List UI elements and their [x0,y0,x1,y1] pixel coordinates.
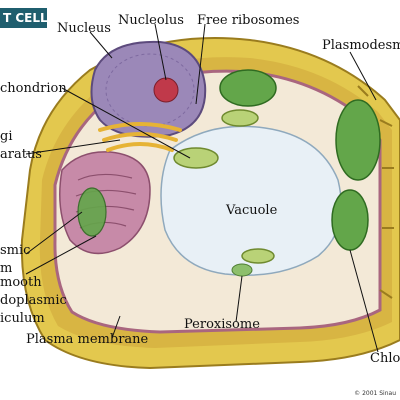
plasmodesmata-marks [357,85,394,299]
nucleus-shape [90,40,207,138]
label-nucleolus: Nucleolus [118,13,184,28]
label-plasmodesmata: Plasmodesmata [322,38,400,53]
label-smooth-er-line3: iculum [0,311,45,326]
mitochondrion-shape-2 [221,109,259,127]
label-plasma-membrane: Plasma membrane [26,332,149,347]
leader-lines [25,23,379,353]
nucleolus-shape [153,77,179,103]
chloroplast-shape-1 [219,69,277,107]
label-smooth-er-line2: doplasmic [0,293,67,308]
mitochondrion-shape-1 [173,147,219,169]
label-golgi-line1: gi [0,129,13,144]
chloroplast-shape-2 [335,99,381,181]
chloroplast-shape-4 [77,187,107,237]
label-peroxisome: Peroxisome [184,317,260,332]
peroxisome-shape [231,263,253,277]
label-chloroplast: Chlor [370,351,400,366]
mitochondrion-shape-3 [241,248,275,264]
label-nucleus: Nucleus [57,21,111,36]
copyright-credit: © 2001 Sinau [354,390,396,397]
title-badge: T CELL [0,8,47,28]
label-smooth-er-line1: mooth [0,275,42,290]
label-rough-er-line1: smic [0,243,31,258]
label-golgi-line2: aratus [0,147,42,162]
label-vacuole: Vacuole [226,203,278,218]
golgi-shape [98,122,182,152]
label-free-ribosomes: Free ribosomes [197,13,300,28]
label-mitochondrion: chondrion [0,81,67,96]
label-rough-er-line2: m [0,261,13,276]
chloroplast-shape-3 [331,189,369,251]
